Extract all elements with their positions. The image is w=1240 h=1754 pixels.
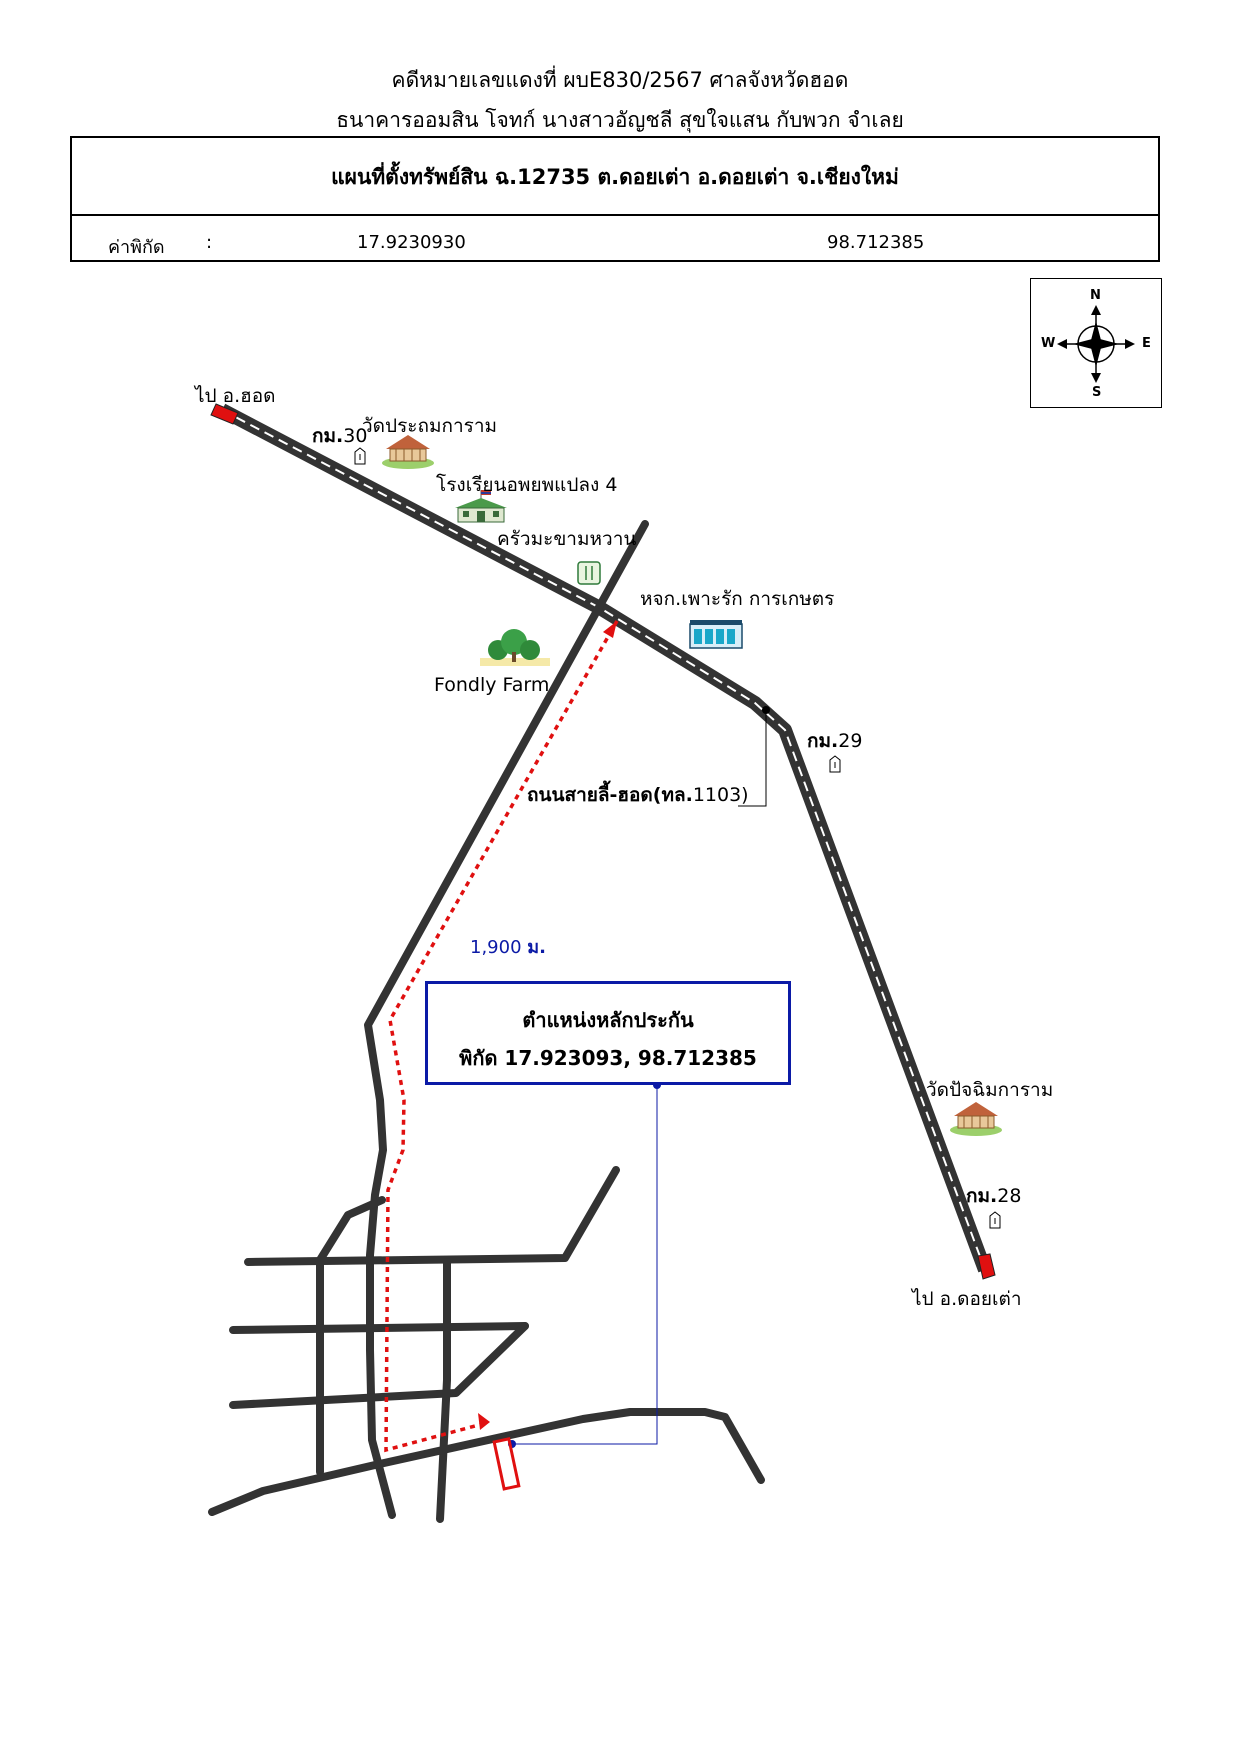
restaurant-label: ครัวมะขามหวาน xyxy=(497,528,637,550)
restaurant-icon xyxy=(577,561,601,585)
temple-icon xyxy=(950,1102,1002,1136)
route-arrowhead-top xyxy=(603,621,617,638)
temple2-label: วัดปัจฉิมการาม xyxy=(926,1079,1054,1101)
km28-number: 28 xyxy=(997,1185,1022,1207)
road-label-leader xyxy=(738,710,767,807)
case-number-line: คดีหมายเลขแดงที่ ผบE830/2567 ศาลจังหวัดฮ… xyxy=(391,68,849,92)
collateral-location-box: ตำแหน่งหลักประกัน พิกัด 17.923093, 98.71… xyxy=(425,981,791,1085)
road-name-bold: ถนนสายลี้-ฮอด(ทล. xyxy=(527,784,693,806)
route-path xyxy=(384,620,619,1453)
km-post-icon xyxy=(989,1211,1001,1229)
highway-1103 xyxy=(218,403,992,1273)
farm-label: Fondly Farm xyxy=(434,674,550,696)
location-coords: พิกัด 17.923093, 98.712385 xyxy=(459,1046,757,1070)
km28-label: กม.28 xyxy=(966,1181,1021,1211)
km29-prefix: กม. xyxy=(807,730,839,752)
km30-label: กม.30 xyxy=(312,421,367,451)
arrow-to-doitao xyxy=(977,1253,996,1280)
to-hot-label: ไป อ.ฮอด xyxy=(195,385,276,407)
km30-number: 30 xyxy=(343,425,368,447)
map-title: แผนที่ตั้งทรัพย์สิน ฉ.12735 ต.ดอยเต่า อ.… xyxy=(72,138,1158,216)
farm-icon xyxy=(480,629,550,666)
km29-label: กม.29 xyxy=(807,726,862,756)
route-arrowhead-end xyxy=(478,1413,490,1430)
school-label: โรงเรียนอพยพแปลง 4 xyxy=(436,474,618,496)
km29-number: 29 xyxy=(838,730,863,752)
temple1-label: วัดประถมการาม xyxy=(362,415,498,437)
latitude-value: 17.9230930 xyxy=(357,232,466,253)
km28-prefix: กม. xyxy=(966,1185,998,1207)
compass-east: E xyxy=(1142,336,1151,351)
school-icon xyxy=(455,490,507,523)
parties-line: ธนาคารออมสิน โจทก์ นางสาวอัญชลี สุขใจแสน… xyxy=(336,108,904,132)
road-name-number: 1103) xyxy=(692,784,749,806)
coord-label: ค่าพิกัด xyxy=(108,237,165,258)
store-label: หจก.เพาะรัก การเกษตร xyxy=(640,588,835,610)
location-leader xyxy=(512,1085,658,1445)
compass-north: N xyxy=(1090,288,1101,303)
km-post-icon xyxy=(829,755,841,773)
arrow-to-hot xyxy=(210,403,239,425)
store-icon xyxy=(689,620,743,649)
info-box: แผนที่ตั้งทรัพย์สิน ฉ.12735 ต.ดอยเต่า อ.… xyxy=(70,136,1160,262)
distance-unit: ม. xyxy=(527,937,546,958)
road-name-label: ถนนสายลี้-ฮอด(ทล.1103) xyxy=(527,780,749,810)
distance-number: 1,900 xyxy=(470,937,522,958)
local-roads xyxy=(208,520,765,1523)
km-post-icon xyxy=(354,447,366,465)
temple-icon xyxy=(382,435,434,469)
compass-west: W xyxy=(1041,336,1056,351)
distance-label: 1,900 ม. xyxy=(470,932,546,961)
to-doitao-label: ไป อ.ดอยเต่า xyxy=(912,1288,1022,1310)
km30-prefix: กม. xyxy=(312,425,344,447)
compass-south: S xyxy=(1092,385,1102,400)
longitude-value: 98.712385 xyxy=(827,232,925,253)
compass-icon xyxy=(1057,305,1135,383)
property-marker xyxy=(492,1437,521,1491)
location-title: ตำแหน่งหลักประกัน xyxy=(522,1008,694,1032)
coord-colon: : xyxy=(206,232,213,253)
compass-rose: N S E W xyxy=(1030,278,1162,408)
